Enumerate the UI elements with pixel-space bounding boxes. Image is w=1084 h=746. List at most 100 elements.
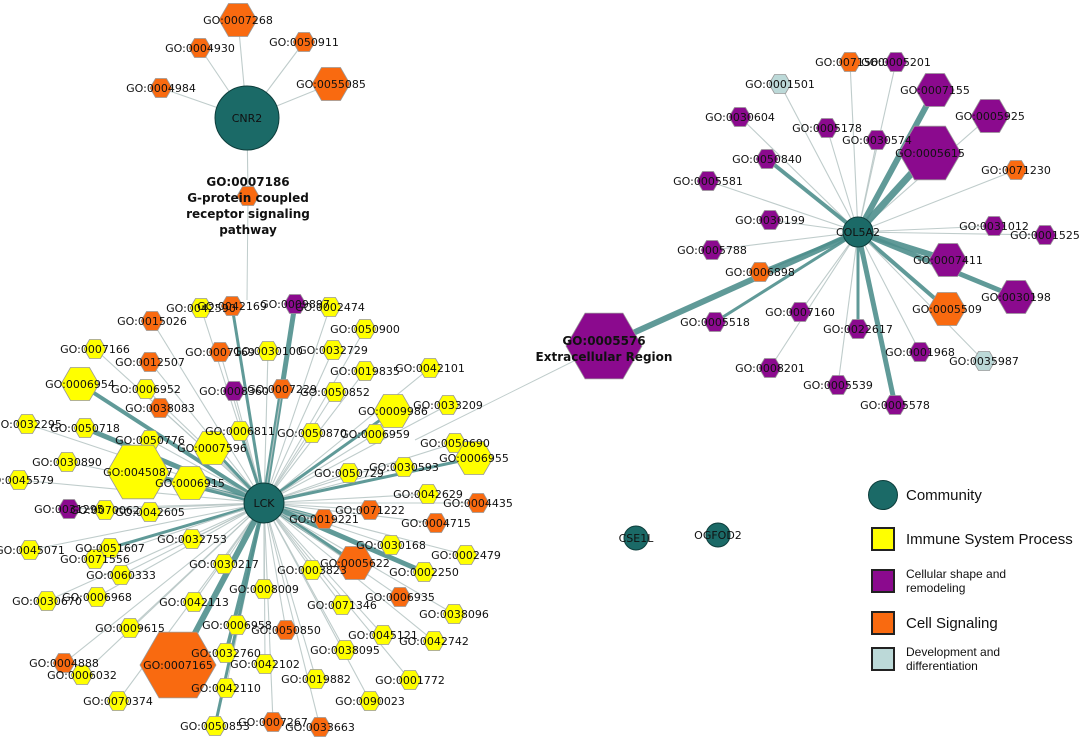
go-node-GO-0050911[interactable] xyxy=(292,32,316,52)
go-node-GO-0012507[interactable] xyxy=(138,352,162,372)
go-node-GO-0019882[interactable] xyxy=(304,669,328,689)
go-node-GO-0005622[interactable] xyxy=(335,546,375,580)
go-node-GO-0004930[interactable] xyxy=(188,38,212,58)
go-node-GO-0008360[interactable] xyxy=(222,381,246,401)
go-node-GO-0001772[interactable] xyxy=(398,670,422,690)
go-node-GO-0006952[interactable] xyxy=(134,379,158,399)
go-node-GO-0007160[interactable] xyxy=(788,302,812,322)
go-node-GO-0030574[interactable] xyxy=(865,130,889,150)
go-node-GO-0007268[interactable] xyxy=(218,3,258,37)
go-node-GO-0006935[interactable] xyxy=(388,587,412,607)
go-node-GO-0005578[interactable] xyxy=(883,395,907,415)
go-node-GO-0019835[interactable] xyxy=(353,361,377,381)
go-node-GO-0005201[interactable] xyxy=(884,52,908,72)
go-node-GO-0031295[interactable] xyxy=(57,499,81,519)
go-node-GO-0006915[interactable] xyxy=(170,466,210,500)
go-node-GO-0002474[interactable] xyxy=(318,297,342,317)
go-node-GO-0032753[interactable] xyxy=(180,529,204,549)
go-node-GO-0042169[interactable] xyxy=(220,296,244,316)
go-node-GO-0042742[interactable] xyxy=(422,631,446,651)
go-node-GO-0031012[interactable] xyxy=(982,216,1006,236)
go-node-GO-0030100[interactable] xyxy=(256,341,280,361)
go-node-GO-0007267[interactable] xyxy=(261,712,285,732)
go-node-GO-0006032[interactable] xyxy=(70,665,94,685)
hub-node-lck[interactable] xyxy=(243,482,285,524)
go-node-GO-0042113[interactable] xyxy=(182,592,206,612)
go-node-GO-0001501[interactable] xyxy=(768,74,792,94)
go-node-GO-0001968[interactable] xyxy=(908,342,932,362)
go-node-GO-0007165[interactable] xyxy=(139,631,217,699)
go-node-GO-0045071[interactable] xyxy=(18,540,42,560)
go-node-GO-0071346[interactable] xyxy=(330,595,354,615)
hub-node-col5a2[interactable] xyxy=(842,216,874,248)
go-node-GO-0002250[interactable] xyxy=(412,562,436,582)
go-node-GO-0032760[interactable] xyxy=(214,643,238,663)
go-node-GO-0019221[interactable] xyxy=(312,509,336,529)
go-node-GO-0038095[interactable] xyxy=(333,640,357,660)
go-node-GO-0042101[interactable] xyxy=(418,358,442,378)
go-node-GO-0070374[interactable] xyxy=(106,691,130,711)
go-node-GO-0022617[interactable] xyxy=(846,319,870,339)
go-node-GO-0071556[interactable] xyxy=(83,549,107,569)
go-node-GO-0042110[interactable] xyxy=(214,678,238,698)
go-node-GO-0005576[interactable] xyxy=(565,312,643,380)
go-node-GO-0009615[interactable] xyxy=(118,618,142,638)
go-node-GO-0005509[interactable] xyxy=(927,292,967,326)
go-node-GO-0007155[interactable] xyxy=(915,73,955,107)
go-node-GO-0002479[interactable] xyxy=(454,545,478,565)
go-node-GO-0006811[interactable] xyxy=(228,421,252,441)
go-node-GO-0005539[interactable] xyxy=(826,375,850,395)
go-node-GO-0008009[interactable] xyxy=(252,579,276,599)
go-node-GO-0007169[interactable] xyxy=(208,342,232,362)
go-node-GO-0005615[interactable] xyxy=(898,125,962,181)
go-node-GO-0050850[interactable] xyxy=(274,620,298,640)
go-node-GO-0006959[interactable] xyxy=(363,424,387,444)
go-node-GO-0005788[interactable] xyxy=(700,240,724,260)
go-node-GO-0038083[interactable] xyxy=(148,398,172,418)
go-node-GO-0007166[interactable] xyxy=(83,339,107,359)
hub-node-ogfod2[interactable] xyxy=(705,522,731,548)
go-node-GO-0050853[interactable] xyxy=(203,716,227,736)
go-node-GO-0045579[interactable] xyxy=(7,470,31,490)
go-node-GO-0042590[interactable] xyxy=(189,298,213,318)
go-node-GO-0030593[interactable] xyxy=(392,457,416,477)
go-node-GO-0005581[interactable] xyxy=(696,171,720,191)
go-node-GO-0030604[interactable] xyxy=(728,107,752,127)
go-node-GO-0005178[interactable] xyxy=(815,118,839,138)
go-node-GO-0005925[interactable] xyxy=(970,99,1010,133)
go-node-GO-0030198[interactable] xyxy=(996,280,1036,314)
go-node-GO-0045121[interactable] xyxy=(371,625,395,645)
go-node-GO-0004715[interactable] xyxy=(424,513,448,533)
go-node-GO-0007229[interactable] xyxy=(270,379,294,399)
go-node-GO-0008201[interactable] xyxy=(758,358,782,378)
go-node-GO-0050870[interactable] xyxy=(300,423,324,443)
go-node-GO-0050852[interactable] xyxy=(323,382,347,402)
go-node-GO-0032729[interactable] xyxy=(321,340,345,360)
go-node-GO-0006958[interactable] xyxy=(225,615,249,635)
go-node-GO-0015026[interactable] xyxy=(140,311,164,331)
go-node-GO-0004888[interactable] xyxy=(52,653,76,673)
go-node-GO-0003823[interactable] xyxy=(300,560,324,580)
go-node-GO-0007186[interactable] xyxy=(236,186,260,206)
go-node-GO-0042102[interactable] xyxy=(253,654,277,674)
go-node-GO-0030890[interactable] xyxy=(55,452,79,472)
go-node-GO-0005518[interactable] xyxy=(703,312,727,332)
go-node-GO-0070062[interactable] xyxy=(93,500,117,520)
go-node-GO-0051607[interactable] xyxy=(98,538,122,558)
go-node-GO-0009986[interactable] xyxy=(373,394,413,428)
go-node-GO-0050840[interactable] xyxy=(755,149,779,169)
go-node-GO-0042605[interactable] xyxy=(138,502,162,522)
go-node-GO-0050718[interactable] xyxy=(73,418,97,438)
go-node-GO-0030217[interactable] xyxy=(212,554,236,574)
go-node-GO-0055085[interactable] xyxy=(311,67,351,101)
go-node-GO-0004984[interactable] xyxy=(149,78,173,98)
go-node-GO-0033209[interactable] xyxy=(436,395,460,415)
go-node-GO-0035987[interactable] xyxy=(972,351,996,371)
go-node-GO-0030168[interactable] xyxy=(379,535,403,555)
go-node-GO-0050900[interactable] xyxy=(353,319,377,339)
hub-node-cse1l[interactable] xyxy=(623,525,649,551)
go-node-GO-0030199[interactable] xyxy=(758,210,782,230)
go-node-GO-0071222[interactable] xyxy=(358,500,382,520)
go-node-GO-0033663[interactable] xyxy=(308,717,332,737)
go-node-GO-0032295[interactable] xyxy=(15,414,39,434)
